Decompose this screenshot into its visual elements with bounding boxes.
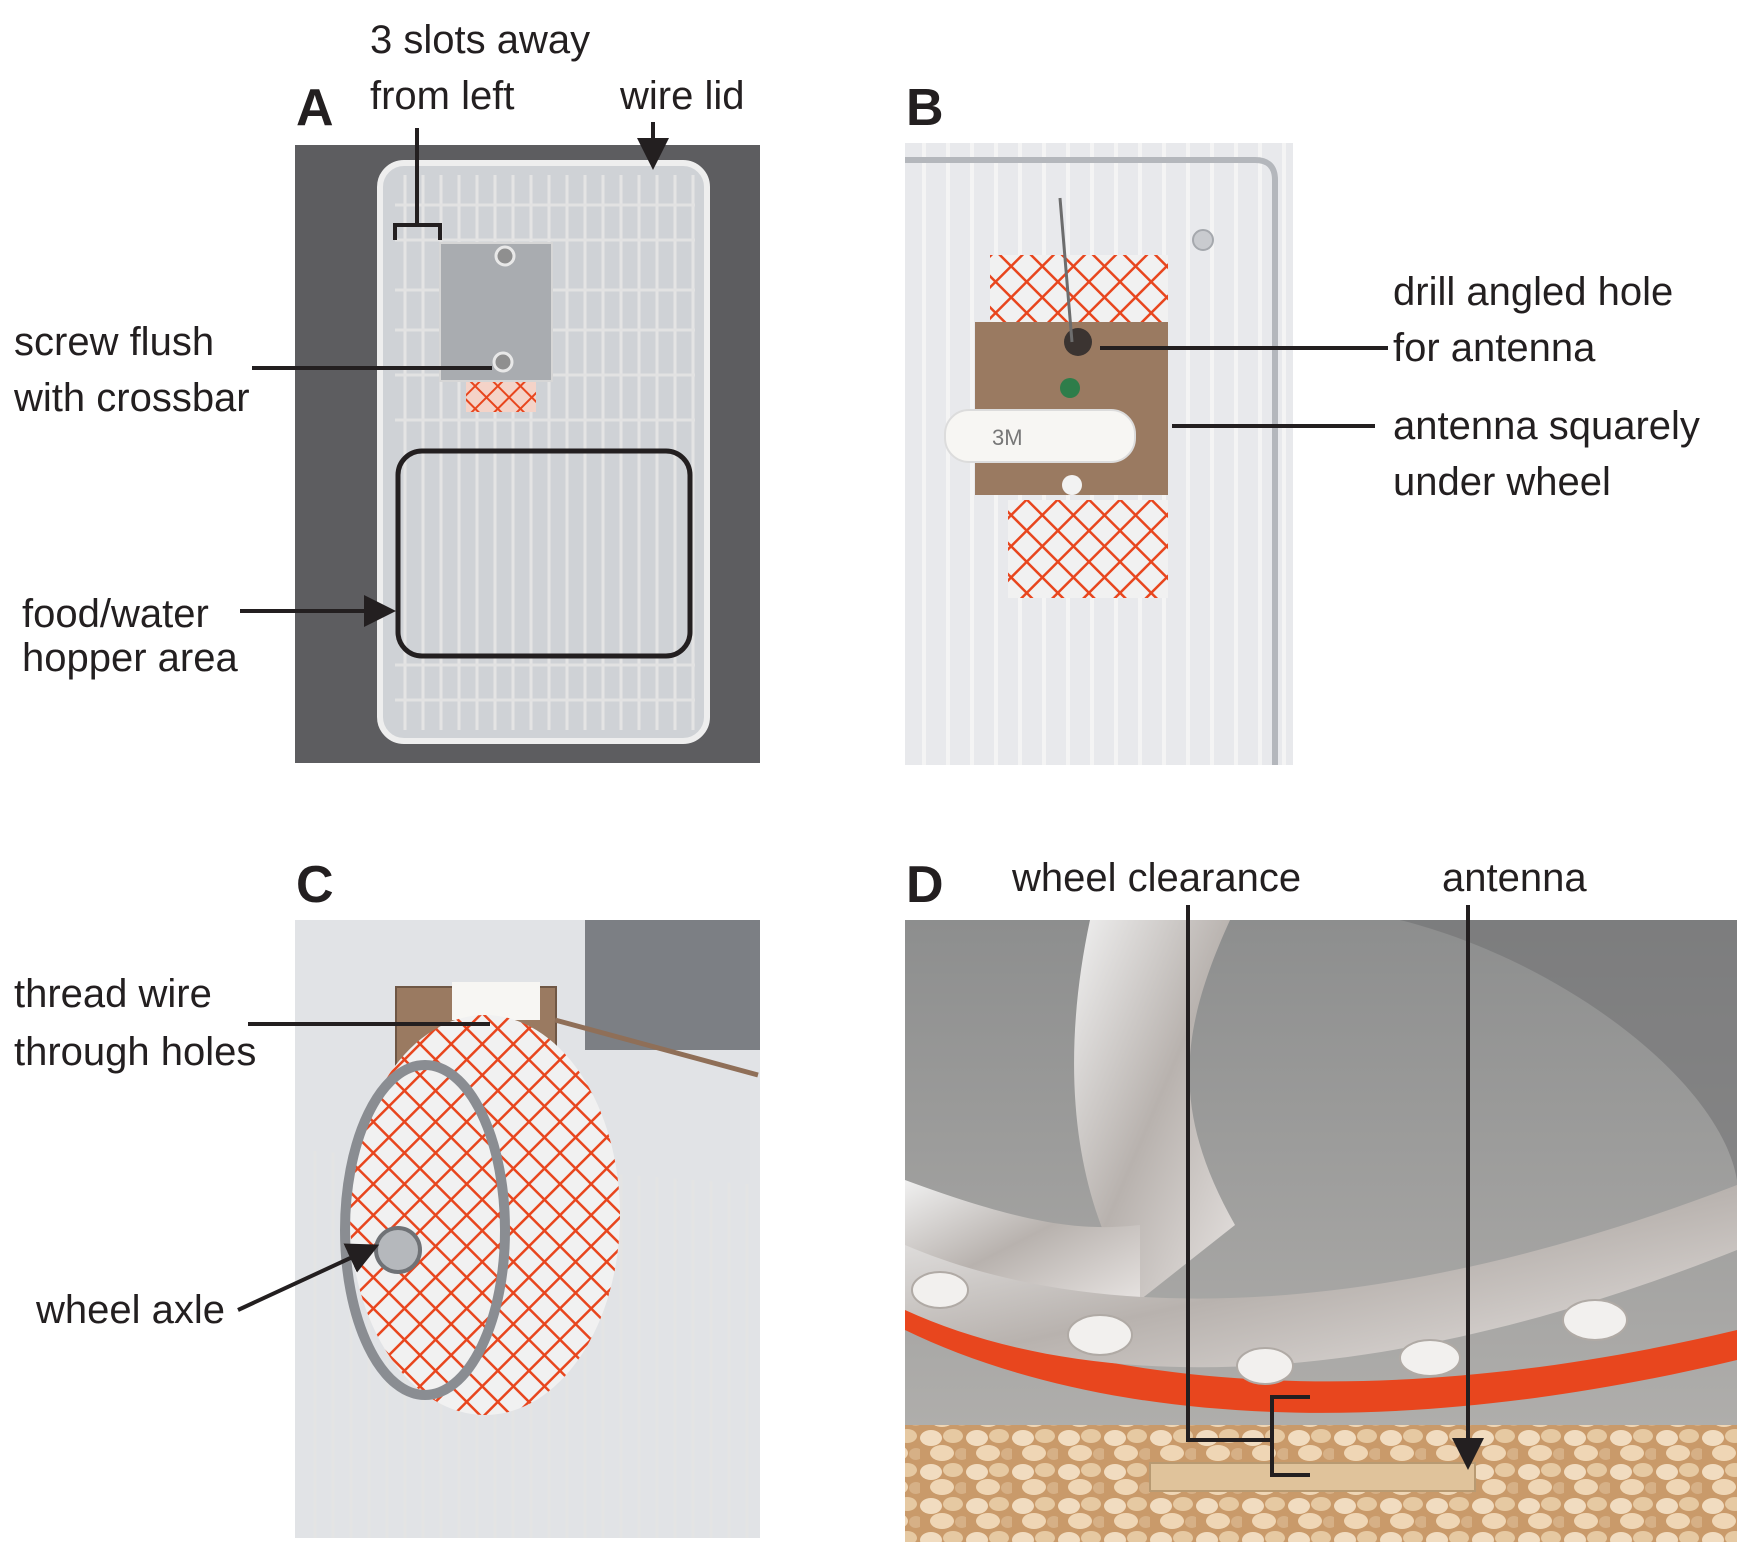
antenna-hole [1064, 328, 1092, 356]
hopper-wires [398, 455, 690, 655]
wheel-rim [340, 1060, 510, 1400]
label-antenna-line2: under wheel [1393, 460, 1611, 504]
orange-wheel-mesh [905, 1300, 1737, 1413]
label-thread-line2: through holes [14, 1030, 257, 1074]
sticker-text: 3M [992, 425, 1023, 450]
panel-letter-a: A [296, 79, 334, 137]
running-wheel [350, 1015, 620, 1415]
antenna-board [1149, 1462, 1476, 1492]
label-slots-line1: 3 slots away [370, 18, 591, 62]
label-clearance: wheel clearance [1012, 856, 1302, 900]
panel-d [905, 905, 1737, 1542]
clearance-leader [1186, 905, 1272, 1442]
hopper-area-outline [395, 448, 693, 659]
label-food-line1: food/water [22, 592, 209, 636]
clearance-bracket [1270, 1395, 1310, 1477]
panel-a [240, 122, 760, 763]
label-thread-line1: thread wire [14, 972, 212, 1016]
label-wire-lid: wire lid [620, 74, 745, 118]
panel-b: 3M [905, 143, 1388, 765]
antenna-sticker [944, 409, 1136, 463]
wheel-spoke [1074, 920, 1235, 1300]
panel-c [237, 920, 760, 1538]
orange-mesh-b-top [990, 255, 1168, 335]
panel-letter-b: B [906, 79, 944, 137]
panel-letter-c: C [296, 856, 334, 914]
wheel-axle-arrow [237, 1243, 380, 1312]
label-antenna-line1: antenna squarely [1393, 404, 1700, 448]
label-antenna-d: antenna [1442, 856, 1587, 900]
axle-knob [374, 1226, 422, 1274]
mount-screw-top [494, 245, 516, 267]
label-screw-line1: screw flush [14, 320, 215, 364]
orange-mesh-a [466, 382, 536, 412]
panel-letter-d: D [906, 856, 944, 914]
antenna-wire [1058, 197, 1074, 343]
slots-bracket [393, 128, 442, 240]
label-food-line2: hopper area [22, 636, 238, 680]
orange-mesh-b-bottom [1008, 500, 1168, 598]
label-drill-line2: for antenna [1393, 326, 1596, 370]
mount-screw-bottom [492, 351, 514, 373]
label-drill-line1: drill angled hole [1393, 270, 1674, 314]
antenna-wire-c [554, 1017, 759, 1078]
label-slots-line2: from left [370, 74, 515, 118]
cage-lid-edge [905, 157, 1278, 765]
label-axle: wheel axle [36, 1288, 226, 1332]
label-screw-line2: with crossbar [14, 376, 250, 420]
